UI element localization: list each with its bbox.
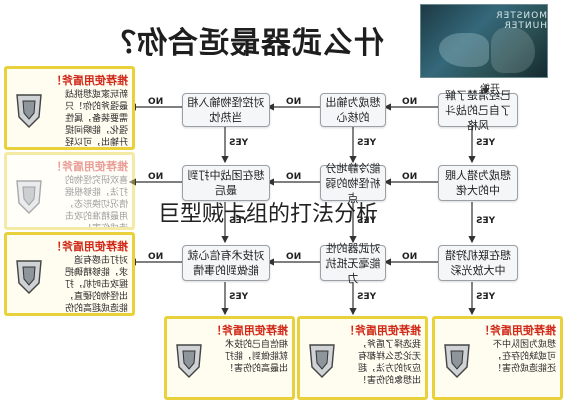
shield-axe-icon xyxy=(16,94,42,128)
recommendation-heading: 推荐使用盾斧！ xyxy=(479,324,556,337)
shield-axe-icon xyxy=(309,344,335,378)
question-text: 对技术有信心就能做到的事情 xyxy=(187,249,265,277)
shield-axe-icon xyxy=(16,260,42,294)
recommendation-heading: 推荐使用盾斧！ xyxy=(51,74,128,87)
overlay-caption: 巨型贼卡组的打法分析 xyxy=(158,202,379,227)
question-text: 想在团战中打到最后 xyxy=(187,169,265,197)
question-box-6: 想在团战中打到最后 xyxy=(182,165,270,201)
recommendation-card-5: 推荐使用盾斧！ 我选择了盾斧，无论怎么样都有应对的方法，超出想象的伤害！ xyxy=(297,316,428,400)
game-banner-image: MONSTER HUNTER xyxy=(420,4,548,78)
shield-axe-icon xyxy=(176,344,202,378)
shield-axe-icon xyxy=(16,180,42,214)
monster-silhouette-icon xyxy=(439,33,489,67)
edge-label-yes: YES xyxy=(357,138,377,148)
recommendation-text: 新玩家或想挑战最强斧的你！只需要装备，属性强化，能瞬间提升输出，可以轻松打败怪兽… xyxy=(64,90,128,148)
question-box-7: 想在联机狩猎中大放光彩 xyxy=(438,245,518,281)
recommendation-text: 相信自己的技术就能做到，能打出最高的伤害！ xyxy=(224,340,288,374)
edge-label-no: NO xyxy=(402,97,418,107)
edge-label-yes: YES xyxy=(476,216,496,226)
recommendation-card-2: 推荐使用盾斧！ 喜欢研究怪物的打法，能够根据情况切换形态，用最精准的攻击造成伤害… xyxy=(4,152,135,230)
shield-axe-icon xyxy=(444,344,470,378)
recommendation-card-6: 推荐使用盾斧！ 想成为团队中不可或缺的存在，还能造成伤害！ xyxy=(432,316,563,400)
question-box-5: 能冷静地分析怪物的弱点 xyxy=(320,162,386,205)
edge-label-yes: YES xyxy=(476,138,496,148)
recommendation-text: 对打击感有追求，能够精确把握攻击时机，打出怪物的硬直，能造成超高的伤害！ xyxy=(64,256,128,314)
recommendation-heading: 推荐使用盾斧！ xyxy=(211,324,288,337)
recommendation-heading: 推荐使用盾斧！ xyxy=(344,324,421,337)
edge-label-no: NO xyxy=(286,252,302,262)
question-box-3: 对控怪物输入相当热忱 xyxy=(182,93,270,127)
edge-label-no: NO xyxy=(148,172,164,182)
recommendation-text: 想成为团队中不可或缺的存在，还能造成伤害！ xyxy=(492,340,556,374)
edge-label-yes: YES xyxy=(476,292,496,302)
question-text: 已经清楚了解了自己的战斗风格 xyxy=(445,88,511,132)
question-text: 对控怪物输入相当热忱 xyxy=(187,96,265,124)
question-text: 想成为输出的核心 xyxy=(325,96,381,124)
recommendation-card-1: 推荐使用盾斧！ 新玩家或想挑战最强斧的你！只需要装备，属性强化，能瞬间提升输出，… xyxy=(4,66,135,150)
question-box-9: 对技术有信心就能做到的事情 xyxy=(182,245,270,281)
question-text: 想成为猎人眼中的大佬 xyxy=(445,169,511,197)
edge-label-no: NO xyxy=(402,172,418,182)
page-title: 什么武器最适合你？ xyxy=(105,26,384,61)
question-box-8: 对武器的性能毫无抵抗力 xyxy=(320,242,386,285)
recommendation-text: 我选择了盾斧，无论怎么样都有应对的方法，超出想象的伤害！ xyxy=(357,340,421,386)
edge-label-yes: YES xyxy=(229,292,249,302)
edge-label-no: NO xyxy=(148,97,164,107)
recommendation-text: 喜欢研究怪物的打法，能够根据情况切换形态，用最精准的攻击造成伤害！ xyxy=(64,176,128,230)
question-text: 对武器的性能毫无抵抗力 xyxy=(325,241,381,285)
question-box-2: 想成为输出的核心 xyxy=(320,93,386,127)
recommendation-card-4: 推荐使用盾斧！ 相信自己的技术就能做到，能打出最高的伤害！ xyxy=(164,316,295,400)
recommendation-heading: 推荐使用盾斧！ xyxy=(51,160,128,173)
edge-label-yes: YES xyxy=(357,292,377,302)
question-text: 想在联机狩猎中大放光彩 xyxy=(445,249,511,277)
edge-label-no: NO xyxy=(148,252,164,262)
question-box-1: 已经清楚了解了自己的战斗风格 xyxy=(438,89,518,132)
question-box-4: 想成为猎人眼中的大佬 xyxy=(438,165,518,201)
edge-label-yes: YES xyxy=(229,138,249,148)
recommendation-heading: 推荐使用盾斧！ xyxy=(51,240,128,253)
hunter-silhouette-icon xyxy=(491,27,535,73)
edge-label-no: NO xyxy=(402,252,418,262)
banner-logo-text: MONSTER HUNTER xyxy=(495,11,547,31)
edge-label-no: NO xyxy=(286,97,302,107)
recommendation-card-3: 推荐使用盾斧！ 对打击感有追求，能够精确把握攻击时机，打出怪物的硬直，能造成超高… xyxy=(4,232,135,316)
edge-label-no: NO xyxy=(286,172,302,182)
